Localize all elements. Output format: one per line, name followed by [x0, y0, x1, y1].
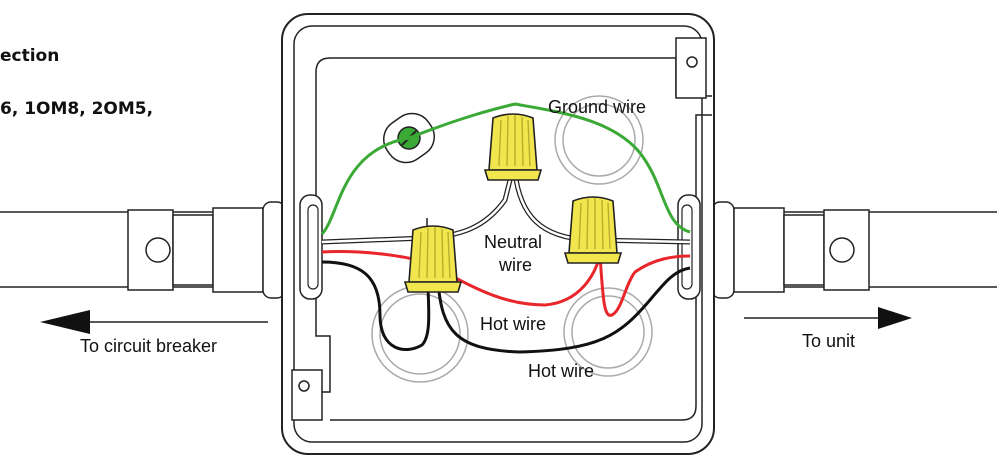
wire-nut-top [484, 113, 542, 181]
neutral-wire-label-line-1: Neutral [484, 232, 542, 252]
page-title-line-1: ection [0, 46, 60, 66]
to-unit-label: To unit [802, 331, 855, 351]
right-conduit [711, 201, 997, 299]
right-connector-screw-icon [829, 237, 855, 263]
hot-wire-red [321, 250, 691, 317]
bottom-screw-hole-icon [298, 380, 310, 392]
to-circuit-breaker-label: To circuit breaker [80, 336, 217, 356]
hot-wire-label-2: Hot wire [528, 361, 594, 381]
hot-wire-label-1: Hot wire [480, 314, 546, 334]
ground-wire-label: Ground wire [548, 97, 646, 117]
left-conduit [0, 201, 286, 299]
to-unit-arrow [744, 307, 912, 329]
wire-nut-right [564, 196, 622, 264]
to-circuit-breaker-arrow [40, 310, 268, 334]
top-screw-hole-icon [686, 56, 698, 68]
wire-nut-left [404, 225, 462, 293]
page-title-line-2: 6, 1OM8, 2OM5, [0, 99, 154, 119]
hot-wire-black [321, 260, 691, 354]
left-connector-screw-icon [145, 237, 171, 263]
neutral-wire-label-line-2: wire [498, 255, 532, 275]
ground-wire [320, 102, 691, 236]
